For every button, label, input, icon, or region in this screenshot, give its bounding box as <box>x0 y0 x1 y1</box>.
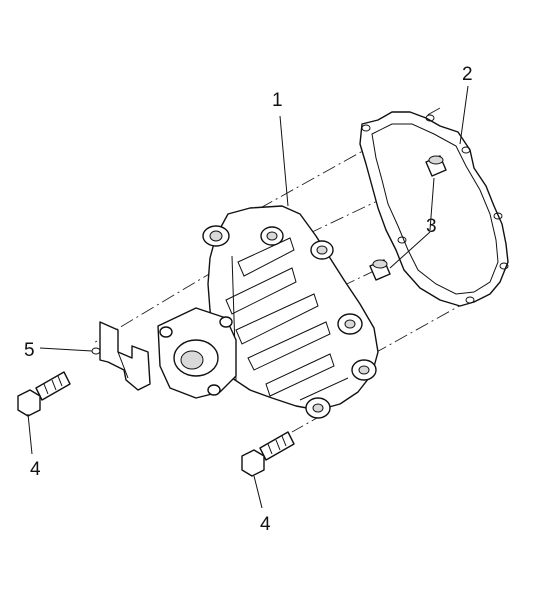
leader-lines <box>27 85 469 509</box>
callout-4-left: 4 <box>30 459 41 480</box>
dowel-pin-upper <box>425 155 447 177</box>
callout-5: 5 <box>24 340 35 361</box>
callout-3: 3 <box>426 216 437 237</box>
callout-1: 1 <box>272 90 283 111</box>
dowel-pin-lower <box>369 259 391 281</box>
callout-2: 2 <box>462 64 473 85</box>
bolt-right <box>241 431 295 477</box>
gasket <box>359 111 509 307</box>
bracket <box>91 321 151 391</box>
bolt-left <box>17 371 71 417</box>
water-pump-assembly <box>157 205 379 419</box>
callout-4-right: 4 <box>260 514 271 535</box>
